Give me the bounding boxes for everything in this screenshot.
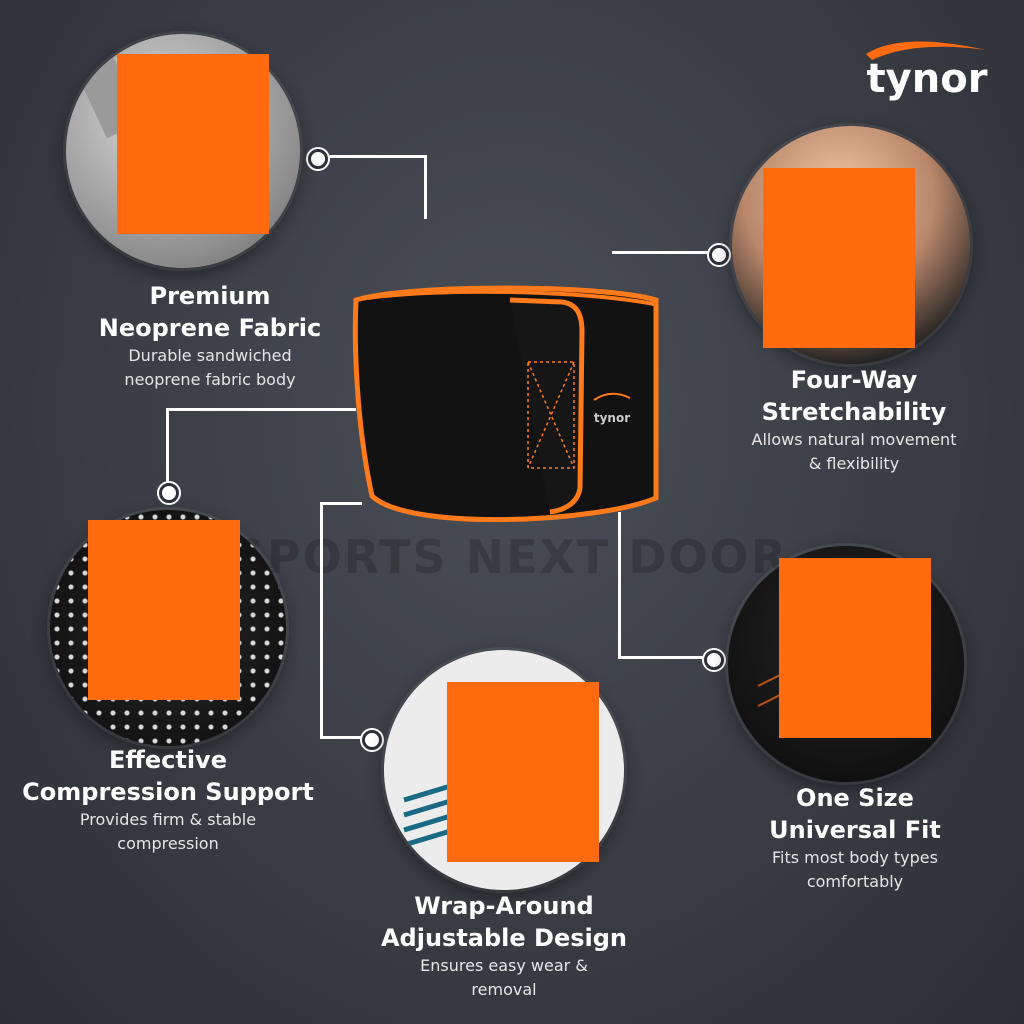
- wrap-swatch: [447, 682, 599, 862]
- logo-text: tynor: [866, 56, 988, 102]
- brand-logo: tynor: [862, 36, 992, 106]
- feature-description: removal: [471, 980, 537, 999]
- feature-description: Provides firm & stable: [79, 810, 257, 829]
- connector-line: [424, 155, 427, 219]
- connector-dot: [308, 149, 328, 169]
- feature-description: Ensures easy wear &: [420, 956, 588, 975]
- stretch-swatch: [763, 168, 915, 348]
- feature-title: Compression Support: [22, 778, 314, 806]
- connector-dot: [362, 730, 382, 750]
- compression-swatch: [88, 520, 240, 700]
- connector-line: [166, 408, 169, 490]
- feature-one-size: One Size Universal Fit Fits most body ty…: [710, 782, 1000, 894]
- connector-line: [618, 656, 706, 659]
- feature-description: & flexibility: [808, 454, 900, 473]
- connector-dot: [704, 650, 724, 670]
- fabric-swatch: [117, 54, 269, 234]
- connector-line: [166, 408, 356, 411]
- feature-title: Adjustable Design: [380, 924, 628, 952]
- connector-line: [612, 251, 712, 254]
- connector-line: [320, 502, 362, 505]
- feature-four-way-stretch: Four-Way Stretchability Allows natural m…: [714, 364, 994, 476]
- feature-wrap-around: Wrap-Around Adjustable Design Ensures ea…: [354, 890, 654, 1002]
- fit-swatch: [779, 558, 931, 738]
- feature-title: Effective: [109, 746, 227, 774]
- feature-description: Durable sandwiched: [128, 346, 292, 365]
- feature-title: Four-Way: [790, 366, 918, 394]
- watermark-text: SPORTS NEXT DOOR: [231, 530, 789, 584]
- feature-title: Wrap-Around: [414, 892, 594, 920]
- logo-swoosh-icon: [866, 41, 986, 60]
- connector-dot: [709, 245, 729, 265]
- belt-logo-text: tynor: [594, 411, 630, 425]
- connector-line: [320, 502, 323, 738]
- feature-description: Fits most body types: [772, 848, 938, 867]
- feature-description: neoprene fabric body: [124, 370, 296, 389]
- feature-premium-neoprene: Premium Neoprene Fabric Durable sandwich…: [60, 280, 360, 392]
- connector-dot: [159, 483, 179, 503]
- feature-title: Neoprene Fabric: [98, 314, 322, 342]
- feature-title: Premium: [149, 282, 271, 310]
- feature-description: compression: [117, 834, 219, 853]
- feature-title: Stretchability: [761, 398, 947, 426]
- connector-line: [320, 736, 366, 739]
- feature-description: Allows natural movement: [751, 430, 957, 449]
- connector-line: [618, 512, 621, 658]
- feature-title: One Size: [796, 784, 914, 812]
- feature-effective-compression: Effective Compression Support Provides f…: [0, 744, 336, 856]
- waist-belt-icon: tynor: [352, 285, 659, 523]
- feature-title: Universal Fit: [769, 816, 941, 844]
- connector-line: [318, 155, 426, 158]
- feature-description: comfortably: [806, 872, 904, 891]
